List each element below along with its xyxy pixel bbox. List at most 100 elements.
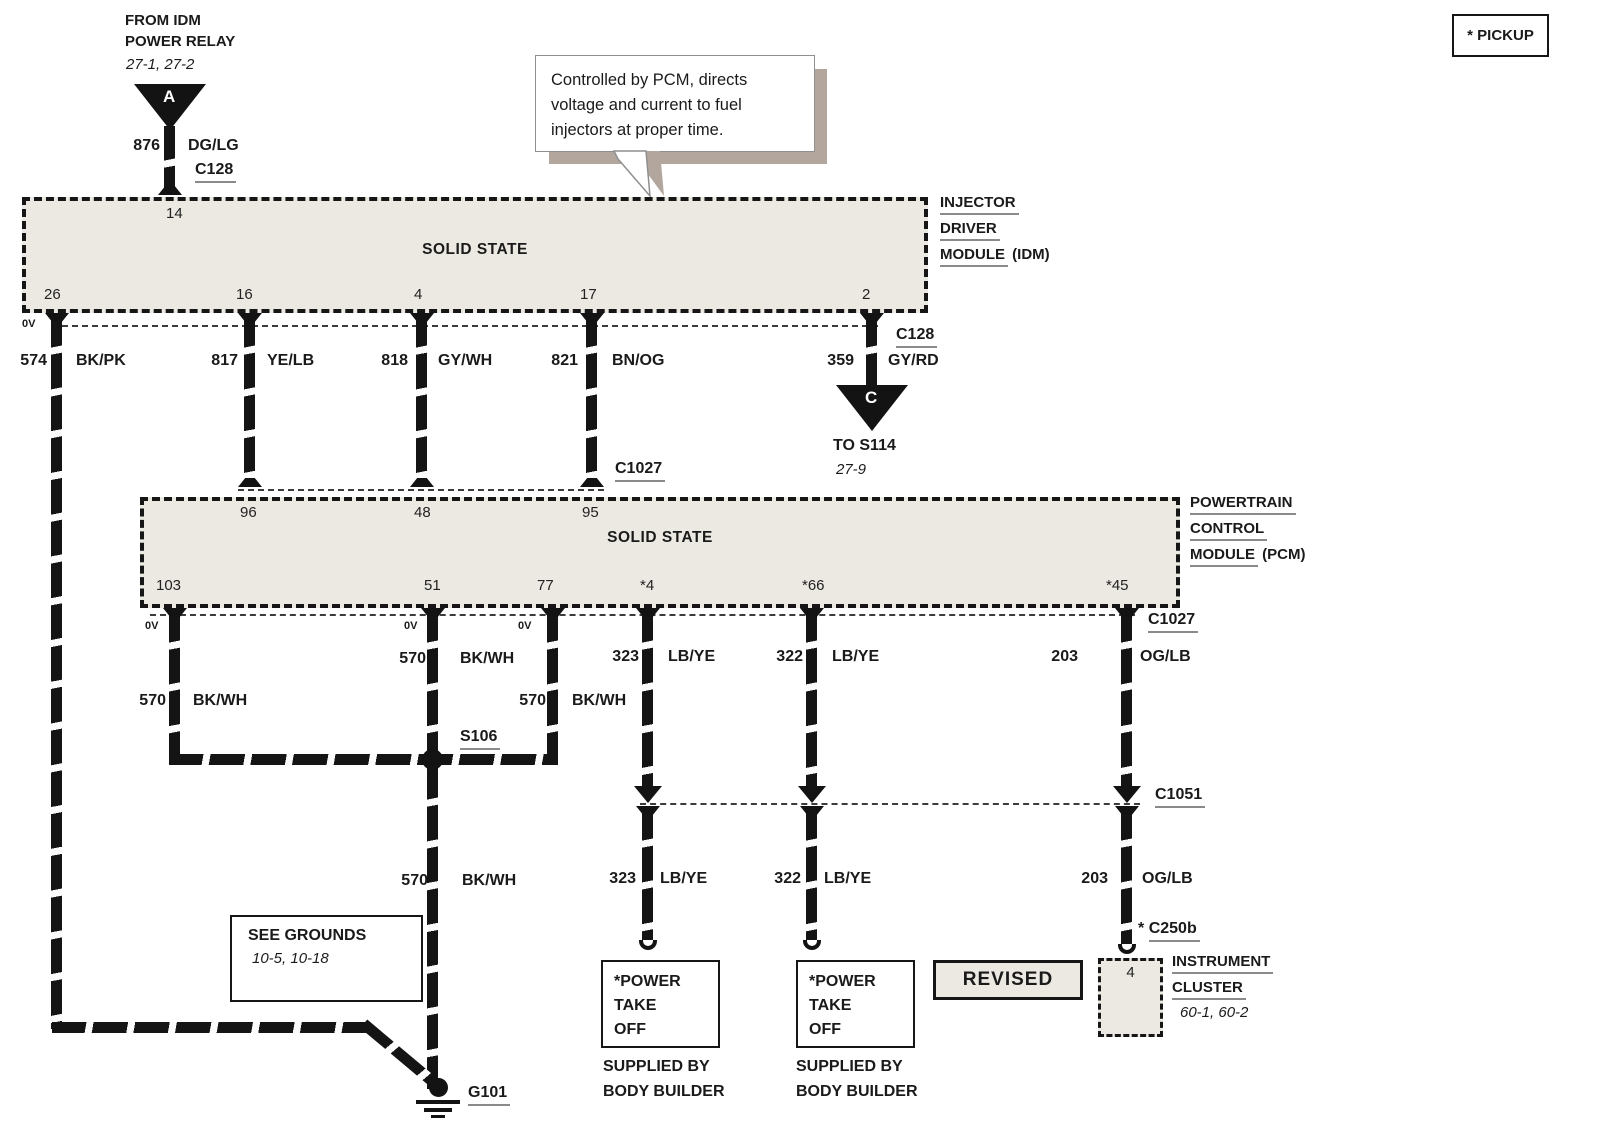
wire-323-lower-color: LB/YE	[660, 870, 708, 887]
wire-359-number: 359	[827, 352, 854, 369]
wire-203-lower	[1121, 806, 1132, 948]
pcm-name2-text: CONTROL	[1190, 520, 1268, 541]
pto1-line1: *POWER	[614, 973, 681, 990]
pcm-name3-text: MODULE	[1190, 546, 1258, 567]
wire-570-to-g101	[427, 765, 438, 1089]
pto2-line1: *POWER	[809, 973, 876, 990]
splice-s106-label: S106	[460, 728, 501, 750]
wire-322-lower-color: LB/YE	[824, 870, 872, 887]
wire-203-lower-cap	[1115, 806, 1139, 815]
g101-ground-line1	[416, 1100, 460, 1104]
wire-570-51-number: 570	[399, 650, 426, 667]
idm-pin-16: 16	[236, 286, 253, 303]
g101-text: G101	[468, 1084, 511, 1106]
idm-module-box	[22, 197, 928, 313]
wire-323-upper-number: 323	[612, 648, 639, 665]
wire-570-77-number: 570	[519, 692, 546, 709]
c1027-connector-line	[238, 489, 604, 491]
cluster-name1-text: INSTRUMENT	[1172, 953, 1274, 974]
connector-c1027-left-text: C1027	[615, 460, 666, 482]
wire-818-number: 818	[381, 352, 408, 369]
wire-203-upper	[1121, 608, 1132, 788]
wire-821-bnog	[586, 313, 597, 485]
pcm-0v-103: 0V	[145, 620, 159, 632]
pcm-module-box	[140, 497, 1180, 608]
wire-570-down-color: BK/WH	[462, 872, 517, 889]
wire-821-top-cap	[580, 313, 604, 322]
wire-203-end-hook	[1118, 944, 1136, 954]
cluster-name2-text: CLUSTER	[1172, 979, 1246, 1000]
connector-c128-top-label: C128	[195, 161, 237, 183]
wire-570-pin103	[169, 608, 180, 765]
see-grounds-title: SEE GROUNDS	[248, 927, 367, 944]
cluster-ref: 60-1, 60-2	[1180, 1004, 1249, 1021]
pcm-pin-96: 96	[240, 504, 257, 521]
to-s114-ref: 27-9	[836, 461, 867, 478]
see-grounds-box: SEE GROUNDS 10-5, 10-18	[230, 915, 423, 1002]
wire-821-color: BN/OG	[612, 352, 665, 369]
pcm-pin-48: 48	[414, 504, 431, 521]
pcm-solid-state-label: SOLID STATE	[607, 529, 713, 546]
g101-label: G101	[468, 1084, 511, 1106]
relay-source-ref: 27-1, 27-2	[126, 56, 195, 73]
idm-0v-label: 0V	[22, 318, 36, 330]
wire-574-horizontal	[52, 1022, 370, 1033]
idm-name-line1: INJECTOR	[940, 194, 1019, 215]
pickup-note-box: * PICKUP	[1452, 14, 1549, 57]
wire-322-upper-color: LB/YE	[832, 648, 880, 665]
wire-203-lower-color: OG/LB	[1142, 870, 1193, 887]
wire-570-77-color: BK/WH	[572, 692, 627, 709]
pcm-name-line3: MODULE (PCM)	[1190, 546, 1306, 567]
wire-322-arrowhead	[798, 786, 826, 803]
idm-name2-text: DRIVER	[940, 220, 1000, 241]
connector-c-letter: C	[865, 388, 878, 407]
connector-c1027-right-text: C1027	[1148, 611, 1199, 633]
wire-570-51-color: BK/WH	[460, 650, 515, 667]
pto1-line3: OFF	[614, 1021, 646, 1038]
connector-c128-top-text: C128	[195, 161, 237, 183]
wire-570-pin51	[427, 608, 438, 765]
idm-pin-26: 26	[44, 286, 61, 303]
wire-570-pin77	[547, 608, 558, 765]
idm-pin-4: 4	[414, 286, 423, 303]
pcm-pin-103: 103	[156, 577, 182, 594]
wire-322-end-hook	[803, 940, 821, 950]
wire-570-51-cap	[421, 608, 445, 617]
wire-818-bot-cap	[410, 478, 434, 487]
idm-name-line2: DRIVER	[940, 220, 1000, 241]
wire-203-arrowhead	[1113, 786, 1141, 803]
pcm-pin-51: 51	[424, 577, 441, 594]
wire-323-upper	[642, 608, 653, 788]
relay-source-line1: FROM IDM	[125, 12, 201, 29]
g101-ground-line2	[424, 1108, 452, 1112]
wire-570-103-color: BK/WH	[193, 692, 248, 709]
wire-322-upper-cap	[800, 608, 824, 617]
wire-574-bkpk	[51, 313, 62, 1029]
wire-570-103-number: 570	[139, 692, 166, 709]
wire-359-gyrd	[866, 313, 877, 387]
wire-323-lower-cap	[636, 806, 660, 815]
pcm-name-suffix: (PCM)	[1262, 546, 1306, 563]
wire-359-color: GY/RD	[888, 352, 939, 369]
callout-text: Controlled by PCM, directs voltage and c…	[551, 71, 748, 139]
wire-817-color: YE/LB	[267, 352, 315, 369]
g101-ground-dot	[429, 1078, 448, 1097]
pcm-0v-77: 0V	[518, 620, 532, 632]
idm-pin-2: 2	[862, 286, 871, 303]
idm-pin-17: 17	[580, 286, 597, 303]
wire-876-end-cap	[158, 186, 182, 195]
triangle-shape	[836, 385, 908, 431]
connector-c1051-text: C1051	[1155, 786, 1206, 808]
wire-203-upper-number: 203	[1051, 648, 1078, 665]
pto2-line2: TAKE	[809, 997, 852, 1014]
pcm-name-line1: POWERTRAIN	[1190, 494, 1296, 515]
connector-c128-right-label: C128	[896, 326, 938, 348]
wire-323-upper-cap	[636, 608, 660, 617]
wire-322-lower	[806, 806, 817, 942]
see-grounds-ref: 10-5, 10-18	[252, 950, 329, 967]
pto1-supplied-by: SUPPLIED BY	[603, 1058, 710, 1075]
idm-pin-14: 14	[166, 205, 183, 222]
revised-stamp-box: REVISED	[933, 960, 1083, 1000]
pcm-pin-star45: *45	[1106, 577, 1129, 594]
